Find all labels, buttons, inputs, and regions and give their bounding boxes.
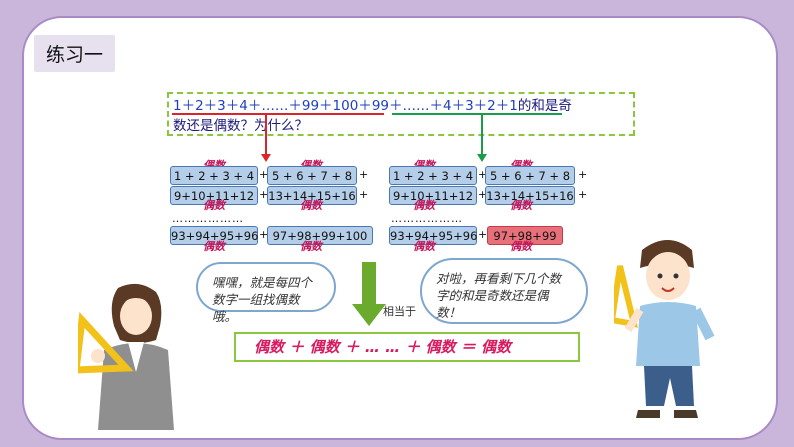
- green-underline: [392, 113, 562, 115]
- sum-box: 13+14+15+16: [485, 186, 575, 205]
- sum-box: 1 + 2 + 3 + 4: [170, 166, 258, 185]
- even-tag: 偶数: [413, 240, 435, 253]
- red-arrow-head: [261, 154, 271, 162]
- plus-sign: +: [478, 188, 488, 201]
- plus-sign: +: [359, 188, 369, 201]
- ellipsis: ………………: [391, 212, 463, 225]
- remaining-sum-box: 97+98+99: [487, 226, 563, 245]
- boy-illustration: [614, 240, 715, 418]
- question-expr-part1: 1＋2＋3＋4＋……＋99＋100＋: [173, 98, 372, 114]
- sum-box: 1 + 2 + 3 + 4: [389, 166, 477, 185]
- speech-bubble-left: 嘿嘿，就是每四个数字一组找偶数哦。: [196, 262, 336, 324]
- sum-box: 9+10+11+12: [389, 186, 477, 205]
- even-tag: 偶数: [413, 199, 435, 212]
- question-line2: 数还是偶数？为什么？: [173, 118, 308, 134]
- question-suffix: 的和是奇: [517, 98, 572, 114]
- plus-sign: +: [259, 228, 269, 241]
- down-arrow-head: [352, 304, 386, 326]
- ellipsis: ………………: [172, 212, 244, 225]
- plus-sign: +: [578, 168, 588, 181]
- green-arrow-head: [477, 154, 487, 162]
- plus-sign: +: [578, 188, 588, 201]
- sum-box: 9+10+11+12: [170, 186, 258, 205]
- even-tag: 偶数: [203, 199, 225, 212]
- equivalent-label: 相当于: [383, 305, 416, 318]
- sum-box: 5 + 6 + 7 + 8: [267, 166, 357, 185]
- even-tag: 偶数: [510, 240, 532, 253]
- green-arrow-line: [481, 113, 483, 157]
- speech-bubble-right: 对啦，再看剩下几个数字的和是奇数还是偶数！: [420, 258, 588, 324]
- question-box: 1＋2＋3＋4＋……＋99＋100＋99＋……＋4＋3＋2＋1的和是奇 数还是偶…: [167, 92, 635, 136]
- sum-box: 93+94+95+96: [389, 226, 477, 245]
- sum-box: 5 + 6 + 7 + 8: [485, 166, 575, 185]
- question-expr-part2: 99＋……＋4＋3＋2＋1: [371, 98, 518, 114]
- down-arrow-icon: [362, 262, 376, 306]
- sum-box: 93+94+95+96: [170, 226, 258, 245]
- plus-sign: +: [259, 188, 269, 201]
- even-tag: 偶数: [300, 240, 322, 253]
- plus-sign: +: [478, 228, 488, 241]
- sum-box: 97+98+99+100: [267, 226, 373, 245]
- red-arrow-line: [265, 113, 267, 157]
- sum-box: 13+14+15+16: [267, 186, 357, 205]
- girl-illustration: [78, 283, 174, 430]
- plus-sign: +: [359, 168, 369, 181]
- result-box: 偶数 ＋ 偶数 ＋ … … ＋ 偶数 ＝ 偶数: [234, 332, 580, 362]
- red-underline: [172, 113, 384, 115]
- plus-sign: +: [259, 168, 269, 181]
- plus-sign: +: [478, 168, 488, 181]
- even-tag: 偶数: [300, 199, 322, 212]
- even-tag: 偶数: [203, 240, 225, 253]
- even-tag: 偶数: [510, 199, 532, 212]
- page-title: 练习一: [34, 35, 116, 72]
